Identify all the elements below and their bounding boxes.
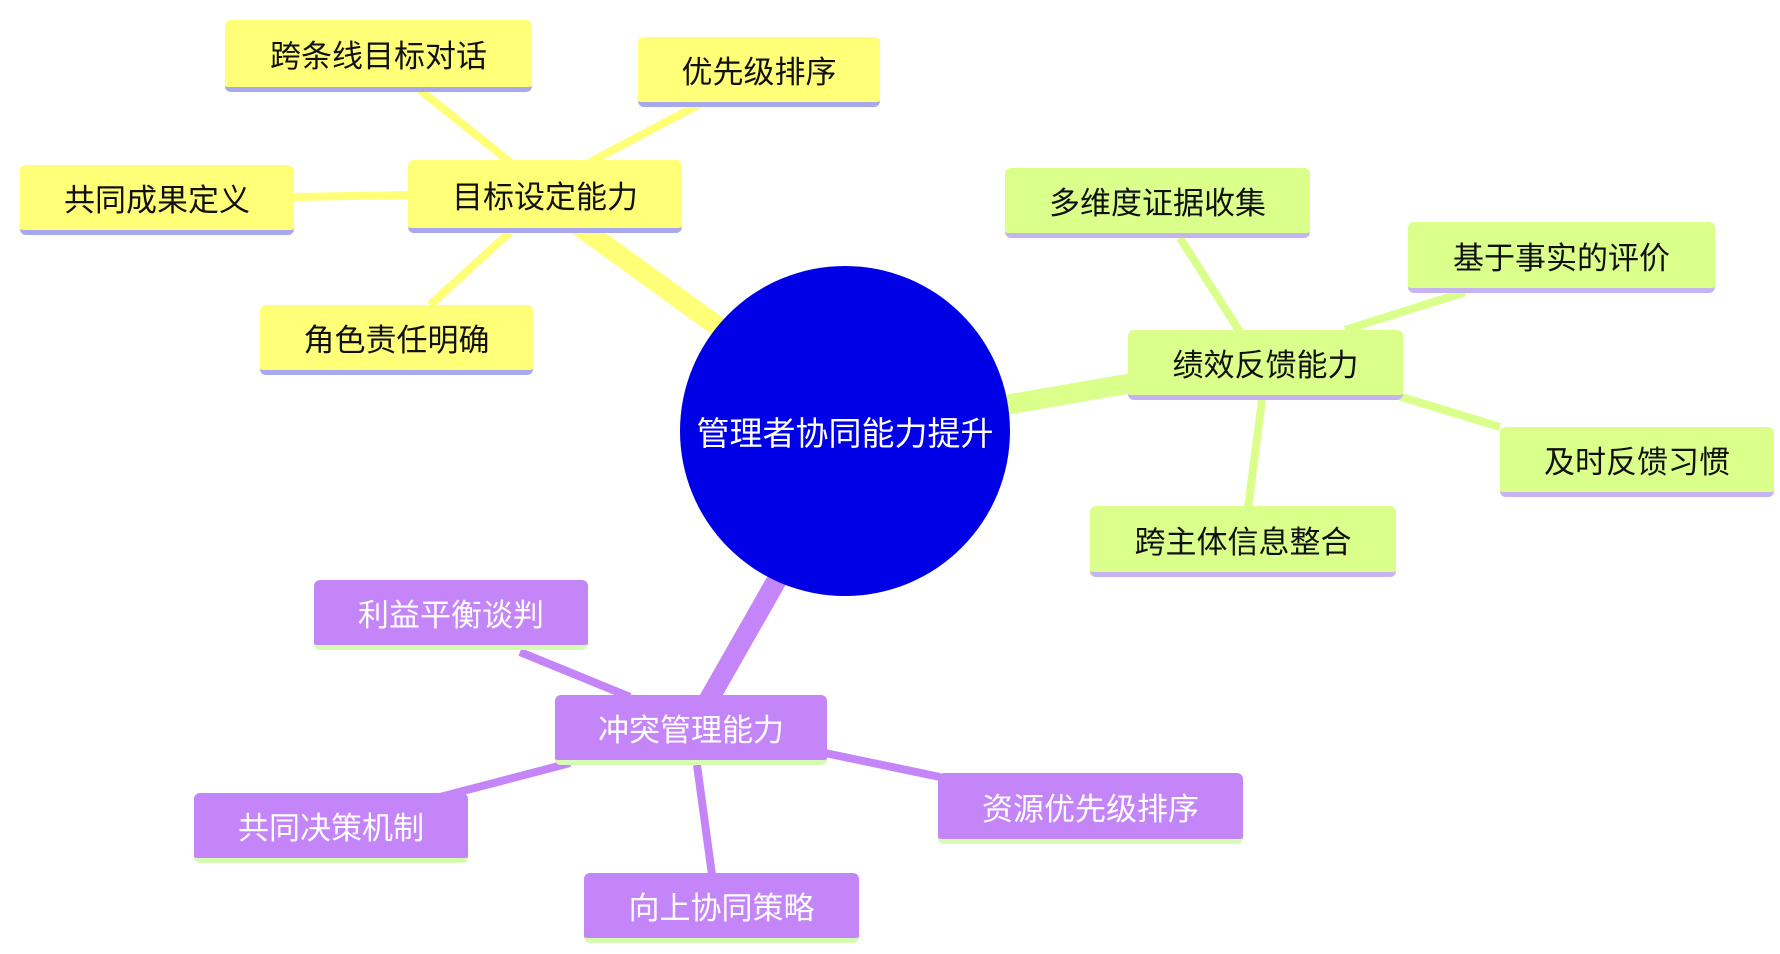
- child-node-upward-collaboration[interactable]: 向上协同策略: [584, 873, 859, 943]
- branch-node-conflict-management[interactable]: 冲突管理能力: [555, 695, 827, 765]
- link-root-conflict: [690, 568, 788, 725]
- child-node-cross-line-goal-dialogue[interactable]: 跨条线目标对话: [225, 20, 532, 92]
- link-goal-child-2: [588, 100, 702, 166]
- child-node-fact-based-evaluation[interactable]: 基于事实的评价: [1408, 222, 1715, 293]
- link-root-feedback: [995, 370, 1160, 415]
- child-node-joint-decision-mechanism[interactable]: 共同决策机制: [194, 793, 468, 863]
- child-node-role-responsibility-clarity[interactable]: 角色责任明确: [260, 305, 533, 375]
- link-conflict-child-3: [824, 749, 941, 781]
- link-conflict-child-1: [518, 648, 632, 701]
- child-node-cross-party-information[interactable]: 跨主体信息整合: [1090, 506, 1396, 577]
- branch-node-performance-feedback[interactable]: 绩效反馈能力: [1128, 330, 1403, 400]
- link-conflict-child-4: [693, 764, 716, 876]
- child-node-shared-outcome-definition[interactable]: 共同成果定义: [20, 165, 294, 235]
- link-goal-child-1: [417, 86, 513, 166]
- root-node[interactable]: 管理者协同能力提升: [680, 266, 1010, 596]
- child-node-interest-balance-negotiation[interactable]: 利益平衡谈判: [314, 580, 588, 650]
- link-feedback-child-4: [1244, 399, 1266, 509]
- child-node-resource-priority-ranking[interactable]: 资源优先级排序: [938, 773, 1243, 844]
- link-goal-child-4: [427, 229, 513, 308]
- link-feedback-child-1: [1176, 235, 1244, 335]
- child-node-priority-ranking[interactable]: 优先级排序: [638, 37, 880, 107]
- child-node-timely-feedback-habit[interactable]: 及时反馈习惯: [1500, 427, 1774, 497]
- link-conflict-child-2: [438, 759, 572, 801]
- link-feedback-child-2: [1343, 288, 1467, 334]
- link-goal-child-3: [291, 191, 411, 201]
- child-node-multi-dimension-evidence[interactable]: 多维度证据收集: [1005, 168, 1310, 238]
- branch-node-goal-setting[interactable]: 目标设定能力: [408, 160, 682, 233]
- link-feedback-child-3: [1393, 391, 1502, 431]
